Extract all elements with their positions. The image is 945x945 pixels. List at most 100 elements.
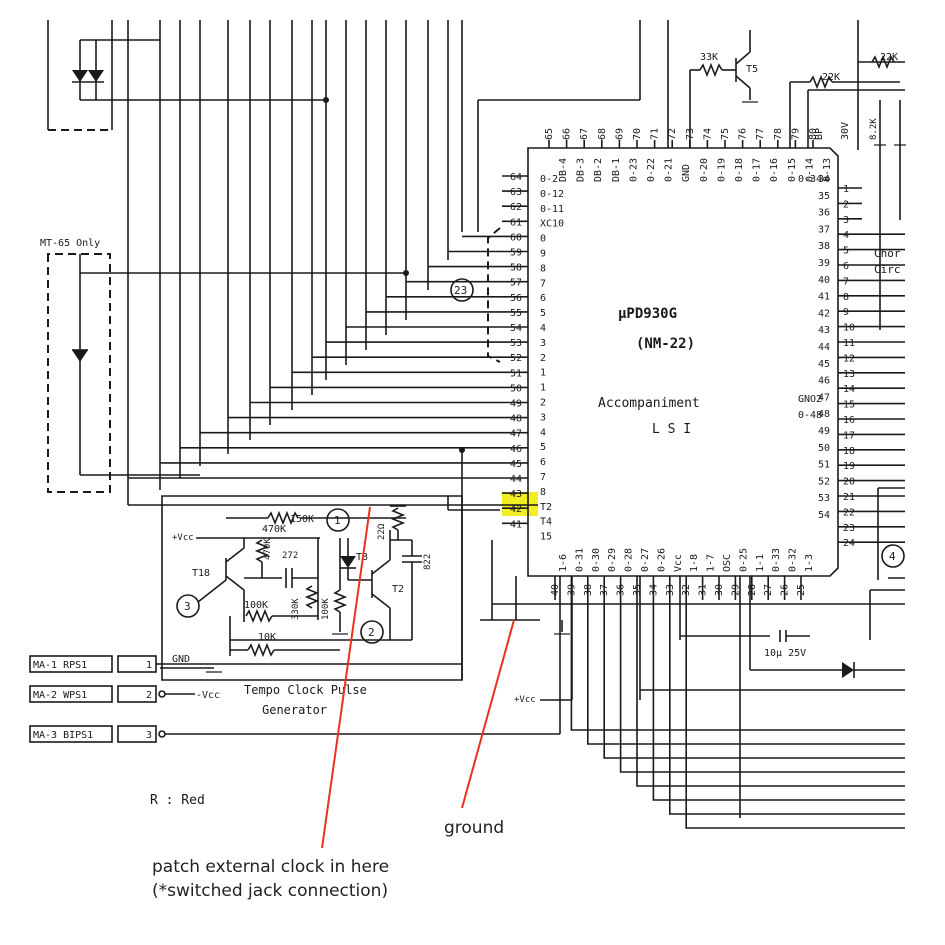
right-pin-number: 18 xyxy=(843,446,855,457)
right-pin-number: 23 xyxy=(843,523,855,534)
capacitor-822-label: 822 xyxy=(423,554,433,570)
circ-label: Circ xyxy=(874,263,901,276)
right-pin-number: 7 xyxy=(843,276,849,287)
t18-label: T18 xyxy=(192,568,210,579)
gnd-label: GND xyxy=(172,654,190,665)
top-pin-number: 67 xyxy=(579,128,590,140)
left-pin-number: 51 xyxy=(510,368,522,379)
left-pin-number: 48 xyxy=(510,414,522,425)
right-pin-number: 4 xyxy=(843,230,849,241)
left-pin-number: 58 xyxy=(510,263,522,274)
left-pin-signal: T2 xyxy=(540,502,552,513)
right-pin-outer-number: 44 xyxy=(818,342,830,353)
top-pin-signal: 0-21 xyxy=(664,158,675,182)
t5-label: T5 xyxy=(746,64,758,75)
connector-pin1-label: 1 xyxy=(146,660,152,671)
top-pin-number: 65 xyxy=(544,128,555,140)
right-pin-outer-number: 51 xyxy=(818,460,830,471)
top-pin-number: 79 xyxy=(790,128,801,140)
right-pin-outer-number: 53 xyxy=(818,493,830,504)
right-pin-number: 3 xyxy=(843,215,849,226)
right-pin-outer-number: 45 xyxy=(818,359,830,370)
top-pin-signal: 0-14 xyxy=(804,158,815,182)
right-pin-outer-number: 47 xyxy=(818,392,830,403)
right-pin-number: 10 xyxy=(843,323,855,334)
bottom-wire xyxy=(669,600,905,815)
top-pin-number: 66 xyxy=(562,128,573,140)
top-pin-number: 80 xyxy=(808,128,819,140)
left-pin-signal: 2 xyxy=(540,353,546,364)
right-pin-number: 21 xyxy=(843,492,855,503)
resistor-100k-label: 100K xyxy=(244,600,268,611)
clock-arrow xyxy=(321,506,371,849)
right-pin-outer-number: 40 xyxy=(818,275,830,286)
left-pin-signal: 3 xyxy=(540,412,546,423)
right-pin-number: 1 xyxy=(843,184,849,195)
top-pin-number: 71 xyxy=(650,128,661,140)
resistor-10k-label: 10K xyxy=(258,632,276,643)
top-pin-signal: 0-23 xyxy=(628,158,639,182)
connector-ma2-label: MA-2 WPS1 xyxy=(33,690,87,701)
top-pin-signal: 0-15 xyxy=(787,158,798,182)
left-pin-signal: T4 xyxy=(540,517,552,528)
left-pin-number: 46 xyxy=(510,444,522,455)
chip-body xyxy=(527,147,839,577)
right-pin-outer-number: 48 xyxy=(818,409,830,420)
left-pin-number: 56 xyxy=(510,293,522,304)
connector-ma3-label: MA-3 BIPS1 xyxy=(33,730,93,741)
left-pin-number: 50 xyxy=(510,383,522,394)
top-pin-signal: DB-2 xyxy=(593,158,604,182)
tempo-clock-generator: +Vcc 150K 470K 1 T18 3 470K 272 100K xyxy=(128,495,538,717)
connector-pin3-label: 3 xyxy=(146,730,152,741)
right-pin-number: 13 xyxy=(843,369,855,380)
bottom-pin-signal: 0-32 xyxy=(788,548,799,572)
right-pin-number: 22 xyxy=(843,507,855,518)
left-pin-number: 63 xyxy=(510,187,522,198)
circle-1-label: 1 xyxy=(334,514,341,527)
connector-ma1-box xyxy=(29,655,113,673)
right-pin-outer-number: 41 xyxy=(818,292,830,303)
patch-annotation-line2: (*switched jack connection) xyxy=(152,881,388,901)
left-pin-signal: 0-12 xyxy=(540,189,564,200)
resistor-100k-b-label: 100K xyxy=(321,598,331,620)
bottom-wire xyxy=(685,600,905,829)
bottom-pin-signal: 0-25 xyxy=(738,548,749,572)
left-pin-number: 55 xyxy=(510,308,522,319)
left-pin-signal: 1 xyxy=(540,368,546,379)
circle-4-label: 4 xyxy=(889,550,896,563)
top-pin-number: 72 xyxy=(667,128,678,140)
bottom-wire xyxy=(619,600,905,773)
left-pin-number: 52 xyxy=(510,353,522,364)
left-pin-number: 60 xyxy=(510,232,522,243)
resistor-22k-label: 22K xyxy=(822,72,840,83)
right-pin-number: 8 xyxy=(843,292,849,303)
right-pin-number: 2 xyxy=(843,199,849,210)
connector-vcc-label: -Vcc xyxy=(196,690,220,701)
top-pin-number: 70 xyxy=(632,128,643,140)
top-pin-signal: 0-18 xyxy=(734,158,745,182)
top-pin-signal: 0-17 xyxy=(752,158,763,182)
left-pin-number: 43 xyxy=(510,489,522,500)
bottom-pin-signal: 0-31 xyxy=(574,548,585,572)
pin-43-highlight xyxy=(502,492,538,516)
left-pin-signal: 0-11 xyxy=(540,204,564,215)
left-pin-signal: 5 xyxy=(540,308,546,319)
left-pin-number: 61 xyxy=(510,217,522,228)
bottom-pin-signal: 0-29 xyxy=(607,548,618,572)
right-pin-outer-number: 34 xyxy=(818,174,830,185)
top-right-circuit: 33K T5 22K 22K BP 30V 8.2K xyxy=(477,20,906,330)
top-pin-number: 68 xyxy=(597,128,608,140)
left-pin-number: 41 xyxy=(510,519,522,530)
right-pin-number: 20 xyxy=(843,477,855,488)
tempo-clock-title-line1: Tempo Clock Pulse xyxy=(244,683,367,697)
ground-annotation: ground xyxy=(444,818,504,838)
right-pin-outer-number: 36 xyxy=(818,208,830,219)
bottom-stepped-wires xyxy=(570,600,905,829)
left-pin-number: 47 xyxy=(510,429,522,440)
right-pin-signal: 0-48 xyxy=(798,410,822,421)
right-pin-outer-number: 50 xyxy=(818,443,830,454)
patch-annotation-line1: patch external clock in here xyxy=(152,857,389,877)
left-pin-signal: 3 xyxy=(540,338,546,349)
